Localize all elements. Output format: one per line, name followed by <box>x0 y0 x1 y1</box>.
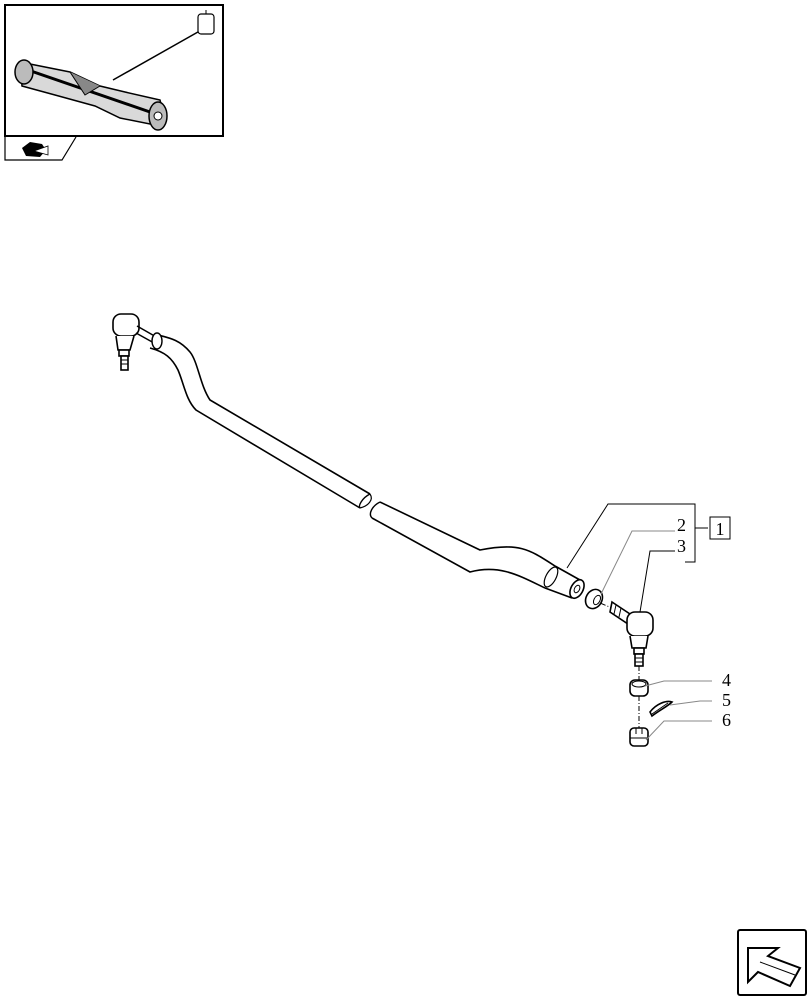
callout-3[interactable]: 3 <box>677 536 686 556</box>
part-3-ball-joint <box>609 600 654 667</box>
section-tab-icon[interactable] <box>4 136 77 161</box>
callout-labels: 1 2 3 4 5 6 <box>677 515 731 730</box>
tie-rod <box>112 313 585 600</box>
next-page-arrow-icon[interactable] <box>737 929 807 996</box>
axle-assembly-thumbnail <box>4 4 224 137</box>
group-callout-box <box>709 516 731 540</box>
callout-6[interactable]: 6 <box>722 710 731 730</box>
part-4-bushing <box>629 679 649 697</box>
callout-1[interactable]: 1 <box>716 519 725 539</box>
part-2-nut <box>584 588 604 610</box>
part-6-castle-nut <box>629 727 649 747</box>
callout-5[interactable]: 5 <box>722 690 731 710</box>
left-ball-joint <box>112 313 140 371</box>
leader-lines <box>566 503 712 741</box>
callout-4[interactable]: 4 <box>722 670 731 690</box>
callout-2[interactable]: 2 <box>677 515 686 535</box>
part-5-cotter-pin <box>649 700 674 718</box>
